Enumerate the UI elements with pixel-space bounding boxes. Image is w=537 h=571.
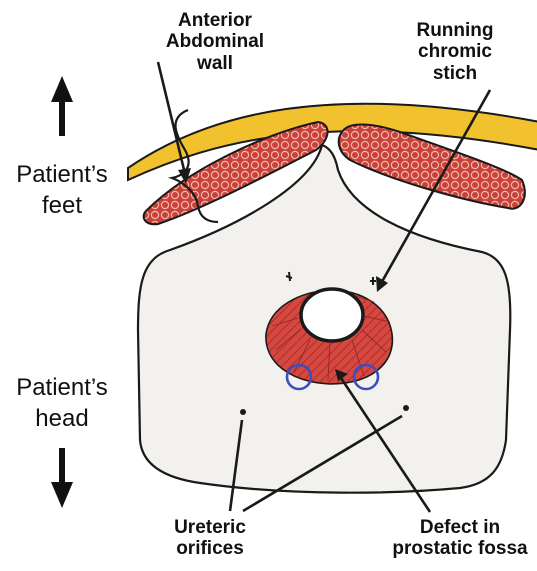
patients-feet-label: Patient’s feet [4, 160, 120, 221]
urethral-opening [301, 289, 363, 341]
anterior-abdominal-wall-label: Anterior Abdominal wall [162, 10, 268, 74]
arrow-down-icon [51, 448, 73, 508]
left-ureteric-orifice [240, 409, 246, 415]
ureteric-orifices-label: Ureteric orifices [155, 517, 265, 560]
arrow-up-icon [51, 76, 73, 136]
defect-in-prostatic-fossa-label: Defect in prostatic fossa [390, 517, 530, 560]
right-ureteric-orifice [403, 405, 409, 411]
patients-head-label: Patient’s head [4, 373, 120, 434]
running-chromic-stich-label: Running chromic stich [405, 20, 505, 84]
